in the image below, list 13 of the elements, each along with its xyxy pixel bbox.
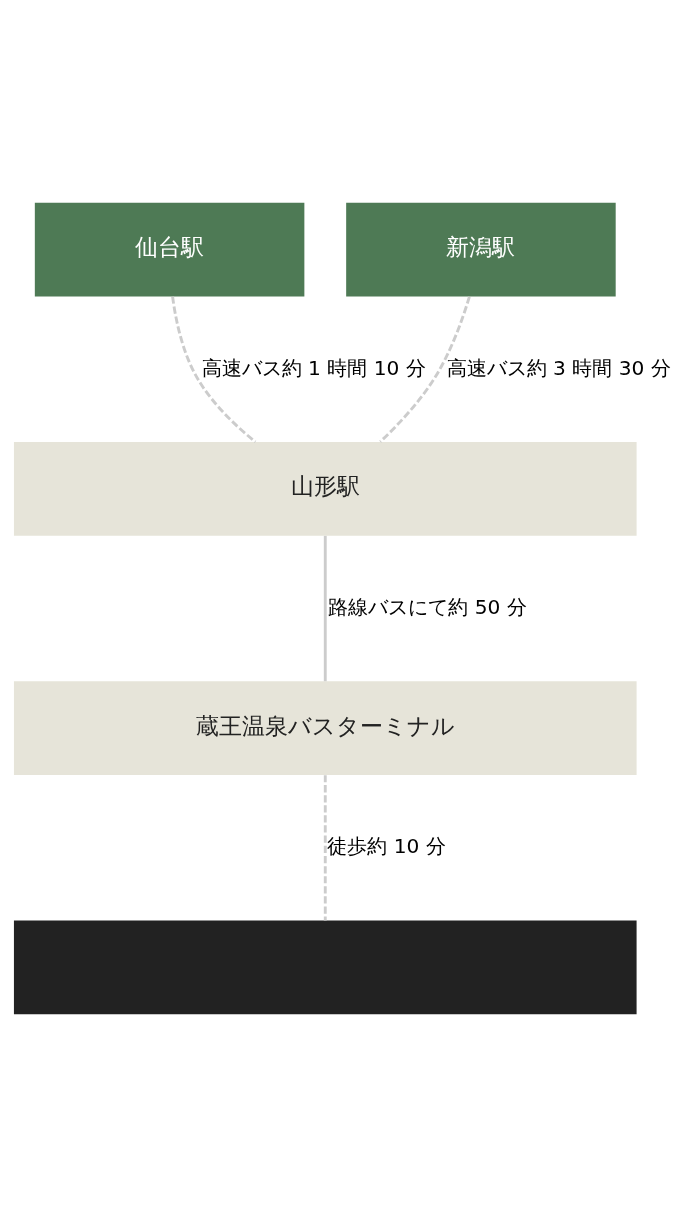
edge-label: 路線バスにて約 50 分 [328, 594, 527, 619]
node-box: 蔵王温泉バスターミナル [13, 680, 637, 775]
edge-label: 高速バス約 3 時間 30 分 [446, 355, 671, 380]
node-box: 山形駅 [13, 441, 637, 536]
connector [323, 774, 327, 920]
connector [323, 535, 327, 681]
node-box [13, 920, 637, 1014]
edge-label: 高速バス約 1 時間 10 分 [201, 355, 426, 380]
node-box: 新潟駅 [346, 202, 616, 296]
connector [379, 295, 471, 443]
connector [171, 296, 257, 443]
node-box: 仙台駅 [34, 202, 305, 296]
edge-label: 徒歩約 10 分 [327, 833, 446, 858]
